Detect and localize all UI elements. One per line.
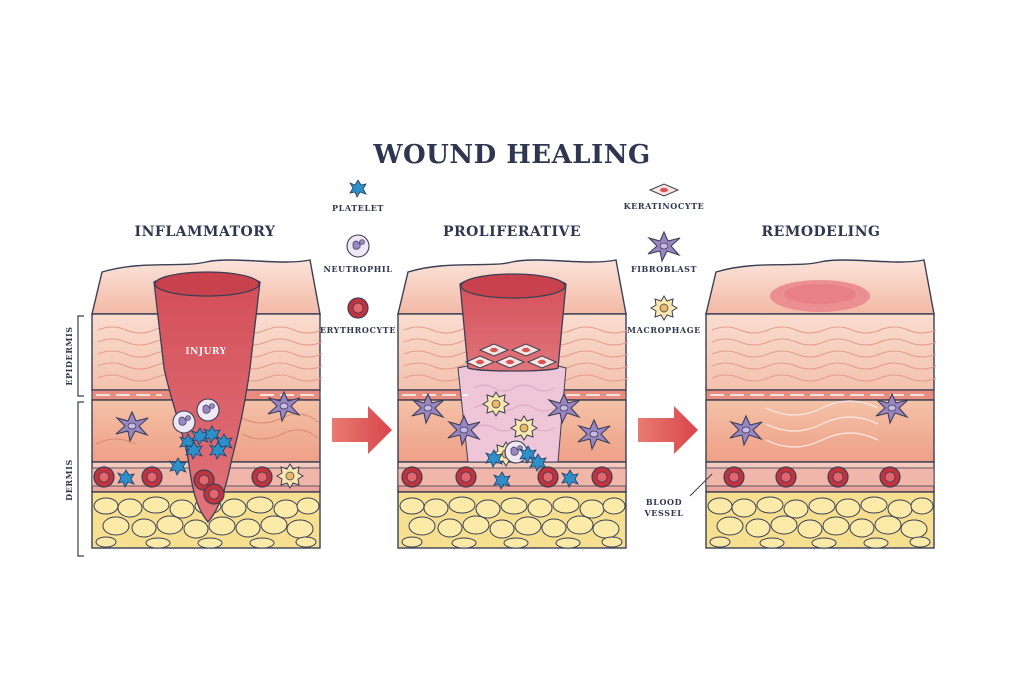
panel-remodeling [705,259,937,549]
stage-arrow-1 [332,406,392,454]
blood-vessel-callout: BLOOD VESSEL [643,473,713,518]
neutrophil-icon [346,234,370,258]
injury-label: INJURY [185,347,226,357]
legend-macrophage-label: MACROPHAGE [627,325,701,335]
epidermis-bracket: EPIDERMIS [64,315,84,397]
legend-left: PLATELET NEUTROPHIL ERYTHROCYTE [320,179,396,335]
keratinocyte-icon [649,183,679,197]
fibroblast-icon [647,231,681,262]
blood-vessel-label-line1: BLOOD [646,497,682,507]
epidermis-label: EPIDERMIS [64,326,74,385]
legend-fibroblast-label: FIBROBLAST [631,264,697,274]
legend-keratinocyte-label: KERATINOCYTE [624,201,705,211]
legend-erythrocyte-label: ERYTHROCYTE [320,325,396,335]
macrophage-icon [650,295,678,321]
stage-arrow-2 [638,406,698,454]
platelet-icon [349,179,367,198]
panel-proliferative [397,259,629,549]
erythrocyte-icon [347,297,369,319]
dermis-label: DERMIS [64,459,74,501]
panel-inflammatory: INJURY [91,259,323,549]
legend-neutrophil-label: NEUTROPHIL [324,264,393,274]
stage-label-remodeling: REMODELING [762,224,881,240]
dermis-bracket: DERMIS [64,401,84,557]
diagram-title: WOUND HEALING [372,140,650,170]
legend-platelet-label: PLATELET [332,203,384,213]
legend-right: KERATINOCYTE FIBROBLAST MACROPHAGE [624,183,705,335]
stage-label-inflammatory: INFLAMMATORY [135,224,276,240]
blood-vessel-label-line2: VESSEL [643,508,683,518]
stage-label-proliferative: PROLIFERATIVE [443,224,581,240]
